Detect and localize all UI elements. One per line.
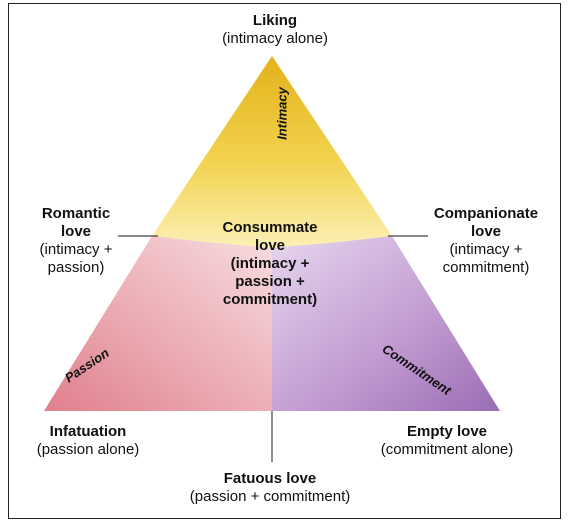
infatuation-subtitle: (passion alone): [36, 441, 140, 458]
empty-love-subtitle: (commitment alone): [380, 441, 514, 458]
consummate-love-label: Consummate love (intimacy + passion + co…: [200, 219, 340, 309]
passion-region: [44, 236, 272, 411]
intimacy-region: [152, 56, 392, 248]
liking-subtitle: (intimacy alone): [222, 30, 328, 47]
consummate-love-line-4: passion +: [235, 273, 305, 290]
romantic-love-sub-1: (intimacy +: [39, 241, 113, 258]
empty-love-title: Empty love: [406, 423, 488, 440]
romantic-love-title-2: love: [60, 223, 91, 240]
liking-title: Liking: [252, 12, 298, 29]
infatuation-label: Infatuation (passion alone): [18, 423, 158, 459]
companionate-love-sub-1: (intimacy +: [449, 241, 523, 258]
romantic-love-label: Romantic love (intimacy + passion): [20, 205, 132, 277]
commitment-region: [272, 236, 500, 411]
consummate-love-line-3: (intimacy +: [230, 255, 310, 272]
romantic-love-sub-2: passion): [47, 259, 105, 276]
companionate-love-title-1: Companionate: [433, 205, 539, 222]
fatuous-love-label: Fatuous love (passion + commitment): [170, 470, 370, 506]
consummate-love-line-2: love: [254, 237, 285, 254]
romantic-love-title-1: Romantic: [41, 205, 111, 222]
consummate-love-line-1: Consummate: [222, 219, 318, 236]
consummate-love-line-5: commitment): [222, 291, 318, 308]
fatuous-love-subtitle: (passion + commitment): [189, 488, 351, 505]
empty-love-label: Empty love (commitment alone): [362, 423, 532, 459]
companionate-love-label: Companionate love (intimacy + commitment…: [420, 205, 552, 277]
liking-label: Liking (intimacy alone): [195, 12, 355, 48]
infatuation-title: Infatuation: [49, 423, 127, 440]
fatuous-love-title: Fatuous love: [223, 470, 317, 487]
companionate-love-title-2: love: [470, 223, 501, 240]
companionate-love-sub-2: commitment): [442, 259, 530, 276]
intimacy-side-label: Intimacy: [274, 87, 290, 140]
